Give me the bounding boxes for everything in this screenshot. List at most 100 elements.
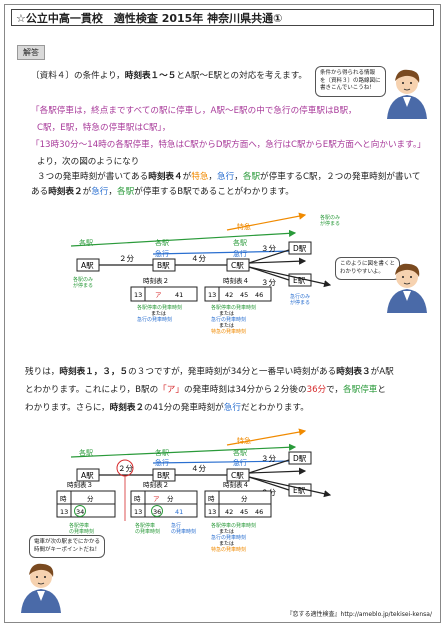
route-diagram-2: 特急 各駅 各駅 各駅 急行 急行 A駅 B駅 C駅 D駅 E駅 ２分 ４分 ３… — [56, 428, 332, 553]
d2-tt4-m1: 42 — [225, 508, 233, 516]
notes2b-1: 急行 — [171, 522, 181, 529]
d2-notes4-2: または — [219, 529, 234, 535]
tt2-hour: 13 — [134, 291, 142, 299]
d2-tt2-m2: 41 — [175, 508, 183, 516]
tt3-hour: 13 — [60, 508, 68, 516]
credit: 『恋する適性検査』http://ameblo.jp/tekisei-kensa/ — [286, 611, 432, 618]
kakueki-label-b: 各駅 — [155, 238, 169, 247]
d2-tt4-m2: 45 — [240, 508, 248, 516]
d2-notes4-1: 各駅停車の発車時刻 — [211, 522, 256, 529]
note-e-1: 急行のみ — [290, 293, 310, 300]
notes2b-2: の発車時刻 — [171, 528, 196, 535]
kakueki-line — [70, 229, 297, 247]
tt4-title: 時刻表４ — [223, 276, 249, 285]
tt4-m2: 45 — [240, 291, 248, 299]
min-bc: ４分 — [191, 254, 206, 263]
note-a-1: 各駅のみ — [73, 276, 93, 283]
d2-kyuko-b: 急行 — [155, 458, 169, 467]
notes4-1: 各駅停車の発車時刻 — [211, 304, 256, 311]
quote-after: より，次の図のようになり — [37, 157, 140, 167]
d2-min-bc: ４分 — [191, 464, 206, 473]
speech-bubble-bottom: 電車が次の駅までにかかる時間がキーポイントだね！ — [29, 535, 106, 558]
quote-line-3: 「13時30分～14時の各駅停車，特急はC駅からD駅方面へ，急行はC駅からE駅方… — [31, 140, 426, 150]
teacher-character-icon-2 — [387, 263, 427, 313]
kakueki-label-a: 各駅 — [79, 238, 93, 247]
para2-line-1: 残りは，時刻表１，３，５の３つですが，発車時刻が34分と一番早い時刻がある時刻表… — [25, 367, 394, 377]
station-c: C駅 — [231, 261, 244, 270]
d2-tt4-min-h: 分 — [241, 494, 248, 503]
notes2-2: または — [151, 311, 166, 317]
note-d-2: が停まる — [320, 220, 340, 227]
notes2a-1: 各駅停車 — [135, 522, 155, 529]
tt2-m1: ア — [155, 291, 162, 299]
para2-line-3: わかります。さらに，時刻表２の41分の発車時刻が急行だとわかります。 — [25, 403, 309, 413]
notes2-3: 急行の発車時刻 — [137, 316, 172, 323]
teacher-character-icon — [387, 69, 427, 119]
note-a-2: が停まる — [73, 282, 93, 289]
d2-station-e: E駅 — [293, 486, 306, 495]
d2-tt2-m0: ア — [153, 495, 160, 503]
station-a: A駅 — [81, 261, 94, 270]
speech-bubble-mid: このように図を書くとわかりやすいよ。 — [335, 257, 401, 280]
note-e-2: が停まる — [290, 299, 310, 306]
notes2-1: 各駅停車の発車時刻 — [137, 304, 182, 311]
tokkyu-label: 特急 — [237, 222, 251, 231]
min-cd: ３分 — [261, 244, 276, 253]
teacher-character-icon-3 — [21, 563, 61, 613]
notes4-2: または — [219, 311, 234, 317]
tt3-title: 時刻表３ — [67, 480, 93, 489]
track-cd — [248, 249, 290, 264]
tt4-box — [204, 286, 272, 302]
kakueki-label-c: 各駅 — [233, 238, 247, 247]
para2-line-2: とわかります。これにより，B駅の「ア」の発車時刻は34分から２分後の36分で，各… — [25, 385, 386, 395]
kyuko-label-b: 急行 — [155, 249, 169, 258]
d2-tt4-hour-h: 時 — [208, 495, 215, 503]
route-diagram-1: 特急 各駅 各駅 各駅 急行 急行 A駅 B駅 C駅 D駅 E駅 ２分 ４分 ３… — [70, 212, 340, 335]
d2-kakueki-b: 各駅 — [155, 448, 169, 457]
d2-kyuko-c: 急行 — [233, 458, 247, 467]
notes4-3: 急行の発車時刻 — [211, 316, 246, 323]
min-ce: ３分 — [261, 278, 276, 287]
track-ce — [248, 266, 290, 281]
quote-line-1: 「各駅停車は，終点まですべての駅に停車し，A駅～E駅の中で急行の停車駅はB駅， — [31, 106, 357, 116]
page: ☆公立中高一貫校 適性検査 2015年 神奈川県共通① 解答 〔資料４〕の条件よ… — [4, 4, 441, 623]
tt3-hour-h: 時 — [60, 495, 67, 503]
d2-station-c: C駅 — [231, 471, 244, 480]
station-b: B駅 — [157, 261, 170, 270]
d2-min-cd: ３分 — [261, 454, 276, 463]
tt2-box — [130, 286, 198, 302]
track-arrow-1 — [248, 257, 307, 265]
page-title: ☆公立中高一貫校 適性検査 2015年 神奈川県共通① — [11, 9, 434, 26]
kyuko-label-c: 急行 — [233, 249, 247, 258]
d2-station-d: D駅 — [293, 454, 307, 463]
station-d-box — [288, 241, 312, 255]
d2-station-a: A駅 — [81, 471, 94, 480]
d2-notes4-3: 急行の発車時刻 — [211, 534, 246, 541]
d2-min-ab: ２分 — [118, 464, 133, 473]
notes4-4: または — [219, 323, 234, 329]
track-arrow-2 — [248, 266, 332, 288]
tt2-m2: 41 — [175, 291, 183, 299]
tokkyu-line — [226, 212, 307, 231]
tt3-m1: 34 — [76, 508, 84, 516]
tt2-title: 時刻表２ — [143, 276, 169, 285]
note-d-1: 各駅のみ — [320, 214, 340, 221]
d2-notes4-4: または — [219, 541, 234, 547]
kyuko-line — [152, 247, 297, 255]
d2-tokkyu-label: 特急 — [237, 436, 251, 445]
d2-tt2-hour-h: 時 — [134, 495, 141, 503]
notes3-2: の発車時刻 — [69, 528, 94, 535]
notes2a-2: の発車時刻 — [135, 528, 160, 535]
d2-tt2-hour: 13 — [134, 508, 142, 516]
d2-kakueki-a: 各駅 — [79, 448, 93, 457]
min-ab: ２分 — [119, 254, 134, 263]
notes4-5: 特急の発車時刻 — [211, 328, 246, 335]
station-d: D駅 — [293, 244, 307, 253]
intro-line: 〔資料４〕の条件より，時刻表１～５とA駅～E駅との対応を考えます。 — [31, 71, 308, 81]
d2-kakueki-c: 各駅 — [233, 448, 247, 457]
quote-line-2: C駅，E駅，特急の停車駅はC駅」， — [37, 123, 171, 133]
d2-station-b: B駅 — [157, 471, 170, 480]
d2-tt2-min-h: 分 — [167, 494, 174, 503]
answer-tag: 解答 — [17, 45, 45, 60]
tt4-hour: 13 — [208, 291, 216, 299]
